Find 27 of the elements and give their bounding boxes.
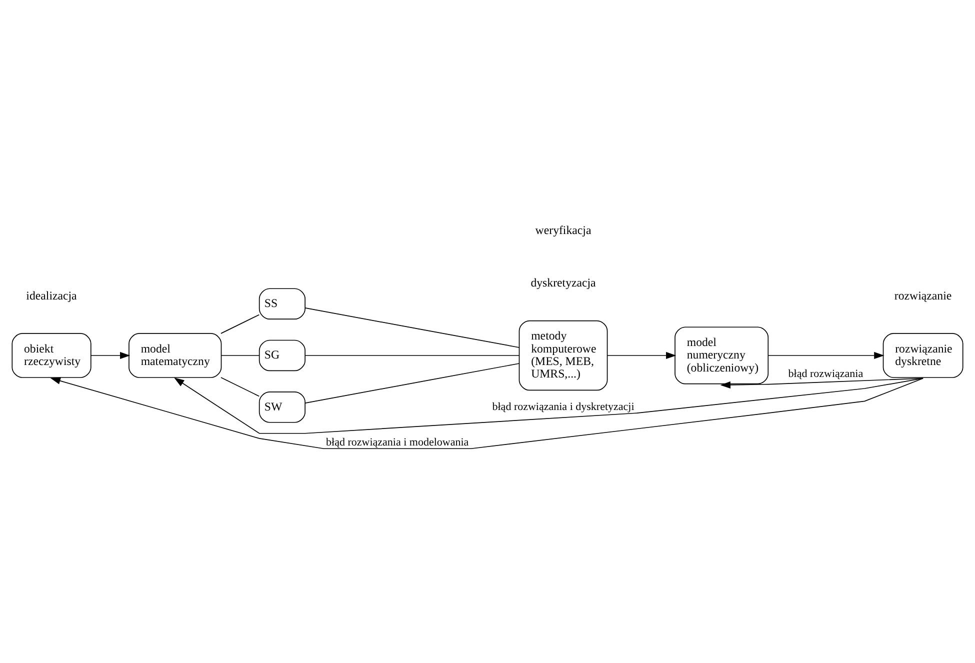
node-box: SW xyxy=(258,390,306,422)
edge-label: błąd rozwiązania xyxy=(788,367,864,380)
arrow xyxy=(768,351,884,359)
node-box: obiekt rzeczywisty xyxy=(12,332,92,378)
arrow xyxy=(90,351,130,359)
node-box: model numeryczny (obliczeniowy) xyxy=(674,326,769,384)
node-box: metody komputerowe (MES, MEB, UMRS,...) xyxy=(518,320,608,390)
arrow xyxy=(606,351,676,359)
connector xyxy=(220,354,260,356)
label: idealizacja xyxy=(26,288,77,302)
connector xyxy=(304,307,520,348)
connector xyxy=(304,362,520,403)
arrow xyxy=(50,376,924,449)
edge-label: błąd rozwiązania i dyskretyzacji xyxy=(492,400,634,413)
node-box: rozwiązanie dyskretne xyxy=(882,332,964,378)
connector xyxy=(304,354,520,356)
label: weryfikacja xyxy=(535,222,592,237)
arrow xyxy=(174,377,924,434)
connector xyxy=(220,376,260,396)
node-box: model matematyczny xyxy=(128,332,222,378)
label: dyskretyzacja xyxy=(530,275,596,290)
arrow xyxy=(720,377,924,388)
node-box: SS xyxy=(258,288,306,320)
label: rozwiązanie xyxy=(894,288,952,302)
edge-label: błąd rozwiązania i modelowania xyxy=(326,436,469,448)
connector xyxy=(220,314,260,334)
node-box: SG xyxy=(258,339,306,371)
